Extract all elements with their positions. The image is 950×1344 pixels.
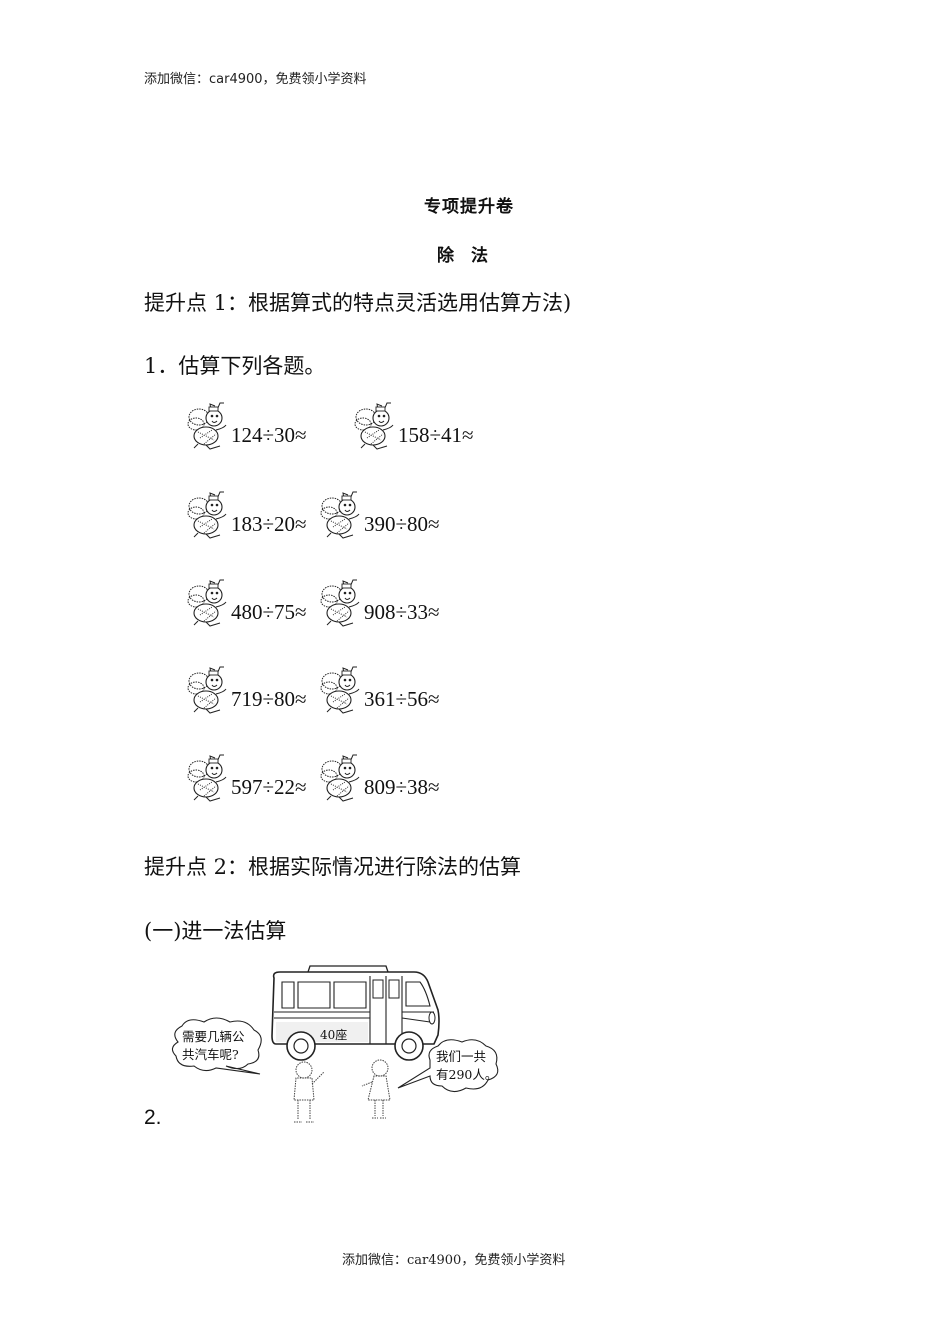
- boy-speech-bubble: 需要几辆公 共汽车呢?: [182, 1028, 245, 1064]
- bee-icon: [354, 402, 394, 450]
- problem-expression: 908÷33≈: [364, 600, 440, 624]
- watermark-bottom: 添加微信：car4900，免费领小学资料: [342, 1253, 566, 1268]
- problem-expression: 809÷38≈: [364, 775, 440, 799]
- bus-scene-icon: 40座: [171, 965, 499, 1123]
- bee-icon: [187, 402, 227, 450]
- question-2-number: 2.: [144, 1106, 162, 1129]
- section-2-heading: 提升点 2：根据实际情况进行除法的估算: [144, 855, 522, 879]
- problem-item: 480÷75≈: [186, 575, 307, 627]
- bus-illustration: 40座 需要几辆公 共汽车呢? 我们一共 有290人。: [168, 960, 508, 1130]
- problem-expression: 124÷30≈: [231, 423, 307, 447]
- bee-icon: [320, 579, 360, 627]
- problem-expression: 480÷75≈: [231, 600, 307, 624]
- section-2-subheading: (一)进一法估算: [144, 919, 287, 943]
- problem-expression: 390÷80≈: [364, 512, 440, 536]
- problem-item: 390÷80≈: [319, 487, 440, 539]
- section-1-heading: 提升点 1：根据算式的特点灵活选用估算方法): [144, 291, 572, 315]
- girl-speech-bubble: 我们一共 有290人。: [436, 1048, 497, 1084]
- problem-item: 719÷80≈: [186, 662, 307, 714]
- watermark-top: 添加微信：car4900，免费领小学资料: [144, 72, 367, 87]
- bus-seat-label: 40座: [320, 1027, 347, 1042]
- problem-expression: 719÷80≈: [231, 687, 307, 711]
- girl-speech-line: 有290人。: [436, 1067, 498, 1082]
- page-title: 专项提升卷: [424, 197, 514, 217]
- problem-item: 158÷41≈: [353, 398, 474, 450]
- bee-icon: [187, 754, 227, 802]
- problem-item: 597÷22≈: [186, 750, 307, 802]
- problem-expression: 361÷56≈: [364, 687, 440, 711]
- bee-icon: [187, 491, 227, 539]
- bee-icon: [320, 491, 360, 539]
- problem-item: 183÷20≈: [186, 487, 307, 539]
- problem-item: 361÷56≈: [319, 662, 440, 714]
- problem-expression: 183÷20≈: [231, 512, 307, 536]
- bee-icon: [187, 666, 227, 714]
- question-1-label: 1．估算下列各题。: [144, 354, 326, 378]
- problem-expression: 597÷22≈: [231, 775, 307, 799]
- page-subtitle: 除 法: [437, 246, 488, 266]
- bee-icon: [187, 579, 227, 627]
- problem-expression: 158÷41≈: [398, 423, 474, 447]
- problem-item: 809÷38≈: [319, 750, 440, 802]
- girl-speech-line: 我们一共: [436, 1049, 487, 1064]
- problem-item: 908÷33≈: [319, 575, 440, 627]
- problem-item: 124÷30≈: [186, 398, 307, 450]
- boy-speech-line: 共汽车呢?: [182, 1047, 239, 1062]
- bee-icon: [320, 666, 360, 714]
- bee-icon: [320, 754, 360, 802]
- boy-speech-line: 需要几辆公: [182, 1029, 245, 1044]
